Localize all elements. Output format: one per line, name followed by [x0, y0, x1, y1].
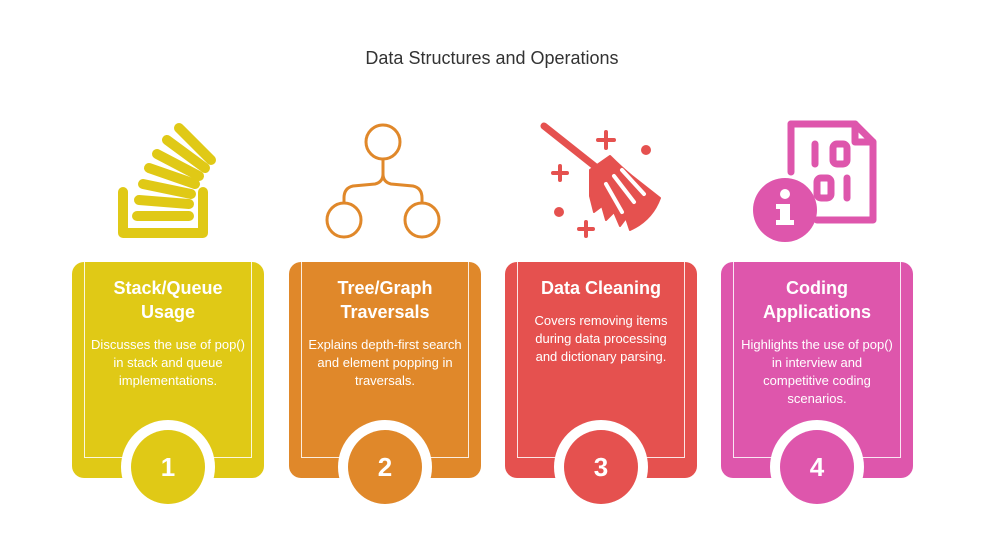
card-title-line: Coding [786, 278, 848, 298]
stack-overflow-icon [97, 112, 237, 252]
card-description: Highlights the use of pop() in interview… [741, 337, 893, 406]
step-number-badge: 2 [348, 430, 422, 504]
card-title: Coding Applications [731, 276, 903, 324]
binary-file-info-icon [747, 112, 887, 252]
card-title: Stack/Queue Usage [82, 276, 254, 324]
step-number-badge: 3 [564, 430, 638, 504]
step-number-badge: 4 [780, 430, 854, 504]
card-title-line: Tree/Graph [337, 278, 433, 298]
card-title-line: Stack/Queue [113, 278, 223, 298]
card-title-line: Data Cleaning [540, 278, 662, 298]
diagram-title: Data Structures and Operations [365, 48, 619, 68]
card-title-line: Applications [762, 302, 871, 322]
card-title: Data Cleaning [515, 276, 687, 300]
step-number-badge: 1 [131, 430, 205, 504]
tree-graph-icon [313, 112, 453, 252]
card-title: Tree/Graph Traversals [299, 276, 471, 324]
card-data-cleaning: Data Cleaning Covers removing items duri… [505, 262, 697, 478]
card-description: Explains depth-first search and element … [308, 337, 462, 388]
card-description: Covers removing items during data proces… [534, 313, 668, 364]
card-description: Discusses the use of pop() in stack and … [91, 337, 245, 388]
card-title-line: Traversals [340, 302, 430, 322]
card-title-line: Usage [140, 302, 196, 322]
broom-sparkle-icon [530, 112, 670, 252]
